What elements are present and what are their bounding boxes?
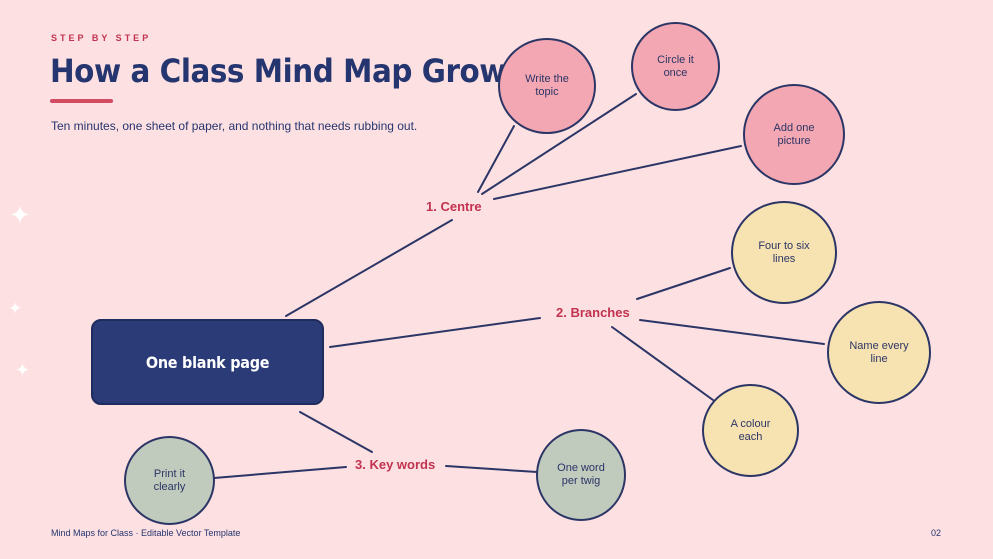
branches-leaf-colour-each: A colour each <box>702 384 799 477</box>
connector-centre-leaf-2 <box>481 93 637 195</box>
keywords-leaf-print-clearly: Print it clearly <box>124 436 215 525</box>
branch-centre-label: 1. Centre <box>423 199 485 215</box>
branches-leaf-four-to-six: Four to six lines <box>731 201 837 304</box>
branch-branches-label: 2. Branches <box>553 305 633 321</box>
page-number: 02 <box>931 528 942 538</box>
connector-root-centre <box>285 219 453 317</box>
connector-keywords-leaf-2 <box>445 465 538 473</box>
connector-centre-leaf-3 <box>493 145 742 200</box>
connector-centre-leaf-1 <box>477 125 515 193</box>
branch-keywords-label: 3. Key words <box>352 457 439 473</box>
page-title: How a Class Mind Map Grows <box>50 52 524 90</box>
sparkle-icon: ✦ <box>8 299 23 318</box>
centre-leaf-add-picture: Add one picture <box>743 84 845 185</box>
keywords-leaf-one-word: One word per twig <box>536 429 626 521</box>
connector-keywords-leaf-1 <box>213 466 347 479</box>
root-label: One blank page <box>145 352 270 372</box>
sparkle-icon: ✦ <box>9 200 31 230</box>
connector-branches-leaf-1 <box>636 267 731 300</box>
sparkle-icon: ✦ <box>15 360 31 380</box>
root-node: One blank page <box>91 319 324 405</box>
centre-leaf-write-topic: Write the topic <box>498 38 596 134</box>
title-underline <box>50 99 113 103</box>
connector-branches-leaf-2 <box>639 319 825 345</box>
connector-root-keywords <box>299 411 373 453</box>
subtitle: Ten minutes, one sheet of paper, and not… <box>51 119 418 133</box>
footer-text: Mind Maps for Class · Editable Vector Te… <box>51 528 241 538</box>
connector-root-branches <box>329 317 541 348</box>
branches-leaf-name-every: Name every line <box>827 301 931 404</box>
eyebrow: STEP BY STEP <box>51 33 152 43</box>
centre-leaf-circle-it: Circle it once <box>631 22 720 111</box>
connector-branches-leaf-3 <box>611 326 714 401</box>
